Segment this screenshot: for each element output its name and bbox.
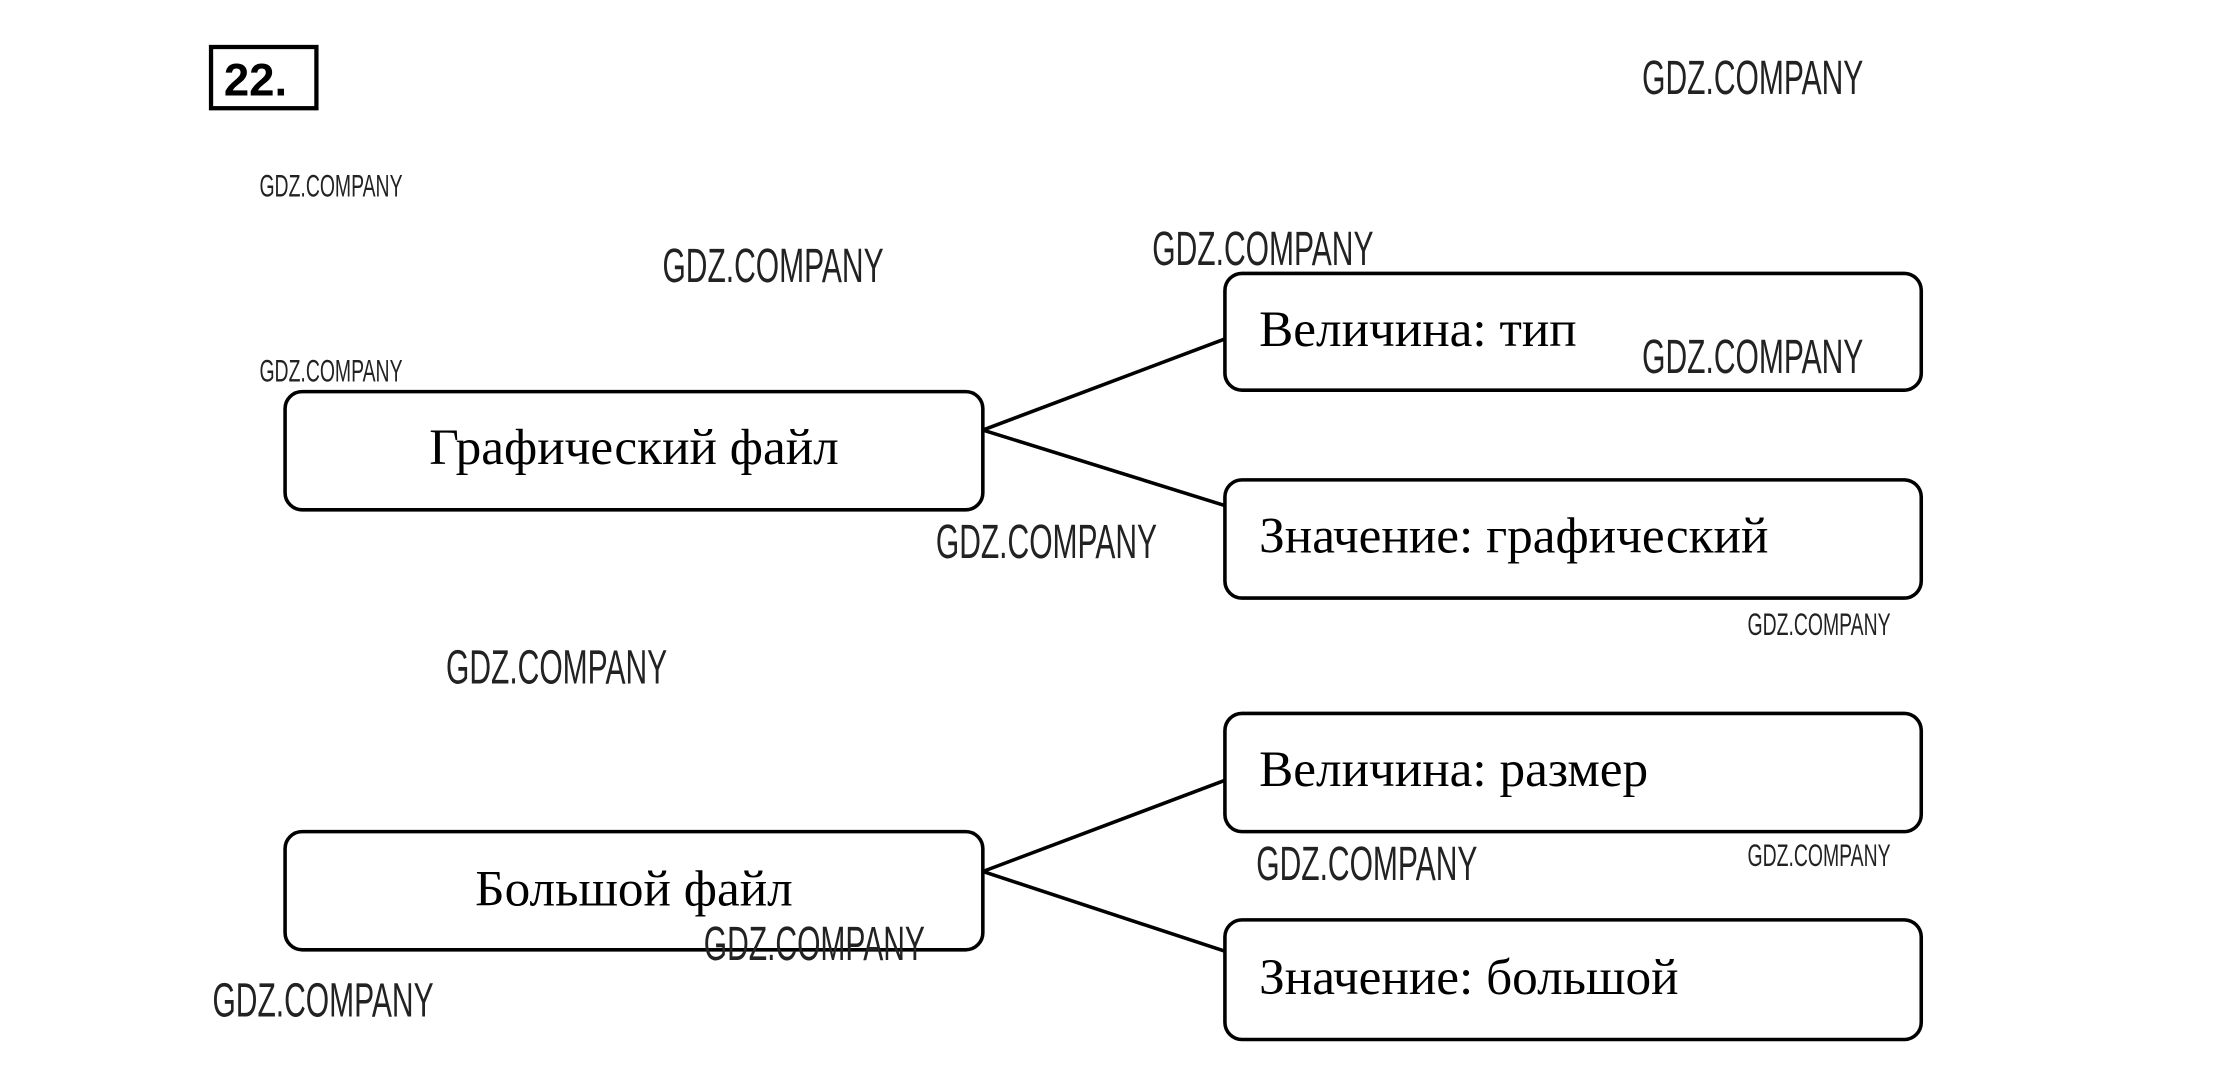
watermark: GDZ.COMPANY: [259, 353, 402, 389]
watermarks: GDZ.COMPANY GDZ.COMPANY GDZ.COMPANY GDZ.…: [212, 51, 1890, 1028]
watermark: GDZ.COMPANY: [1748, 606, 1891, 642]
watermark: GDZ.COMPANY: [1256, 837, 1477, 891]
node-label: Величина: тип: [1259, 301, 1577, 358]
node-label: Значение: графический: [1259, 508, 1768, 565]
watermark: GDZ.COMPANY: [1748, 837, 1891, 873]
node-label: Значение: большой: [1259, 949, 1678, 1006]
connector-line: [982, 337, 1226, 432]
watermark: GDZ.COMPANY: [259, 168, 402, 204]
task-number-text: 22.: [224, 54, 287, 105]
connector-line: [982, 869, 1226, 953]
node-label: Величина: размер: [1259, 741, 1648, 798]
watermark: GDZ.COMPANY: [446, 640, 667, 694]
node-label: Графический файл: [429, 419, 838, 476]
node-label: Большой файл: [475, 861, 793, 918]
node-value-graphic: Значение: графический: [1223, 478, 1924, 600]
watermark: GDZ.COMPANY: [1642, 51, 1863, 105]
task-number-frame: [208, 44, 319, 111]
node-quantity-size: Величина: размер: [1223, 711, 1924, 834]
watermark: GDZ.COMPANY: [1642, 330, 1863, 384]
watermark: GDZ.COMPANY: [936, 515, 1157, 569]
watermark: GDZ.COMPANY: [212, 973, 433, 1027]
node-graphic-file: Графический файл: [283, 389, 985, 512]
node-big-file: Большой файл: [283, 829, 985, 952]
node-quantity-type: Величина: тип: [1223, 271, 1924, 392]
task-number: 22.: [208, 44, 319, 111]
node-value-big: Значение: большой: [1223, 918, 1924, 1042]
watermark: GDZ.COMPANY: [662, 239, 883, 293]
connector-line: [982, 428, 1226, 508]
connector-line: [982, 778, 1226, 874]
watermark: GDZ.COMPANY: [1152, 222, 1373, 276]
watermark: GDZ.COMPANY: [704, 917, 925, 971]
